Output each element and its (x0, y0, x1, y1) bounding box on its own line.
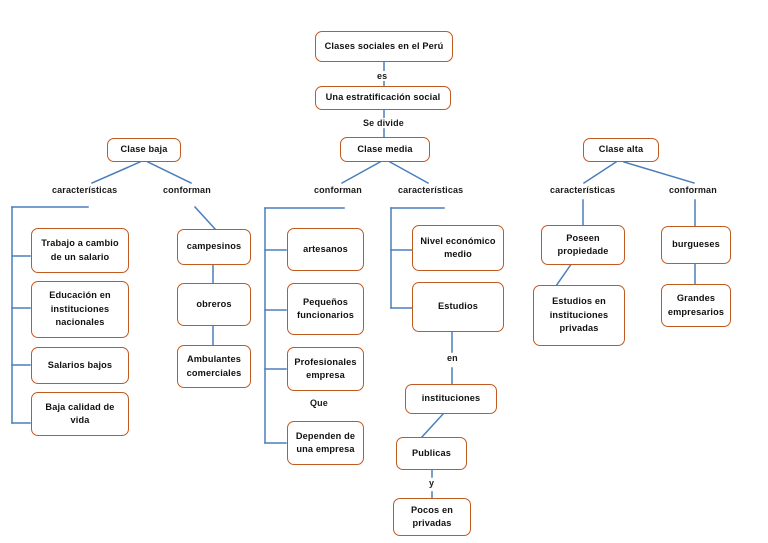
node-baja-conforman-1[interactable]: campesinos (177, 229, 251, 265)
link-label-baja-conforman: conforman (161, 185, 213, 195)
node-root-label: Clases sociales en el Perú (324, 40, 444, 51)
node-clase-media-label: Clase media (357, 143, 413, 154)
link-label-se-divide: Se divide (361, 118, 406, 128)
node-baja-conforman-3[interactable]: Ambulantes comerciales (177, 345, 251, 388)
node-clase-media[interactable]: Clase media (340, 137, 430, 162)
node-baja-conforman-3-label: Ambulantes comerciales (186, 354, 242, 378)
link-clasealta-caracteristicas (582, 160, 618, 185)
link-clasealta-conforman (623, 161, 695, 184)
node-baja-caracteristica-1[interactable]: Trabajo a cambio de un salario (31, 228, 129, 273)
link-label-media-que: Que (308, 398, 330, 408)
node-media-conforman-1-label: artesanos (303, 243, 348, 254)
link-clasemedia-caracteristicas (388, 160, 430, 185)
node-media-caracteristica-1[interactable]: Nivel económico medio (412, 225, 504, 271)
node-clase-alta[interactable]: Clase alta (583, 138, 659, 162)
node-alta-conforman-2[interactable]: Grandes empresarios (661, 284, 731, 327)
link-clasebaja-caracteristicas (91, 161, 141, 184)
node-baja-conforman-1-label: campesinos (186, 241, 242, 252)
link-label-media-conforman: conforman (312, 185, 364, 195)
node-clase-baja-label: Clase baja (120, 144, 168, 155)
node-instituciones-label: instituciones (421, 393, 481, 404)
node-media-conforman-3-label: Profesionales empresa (294, 356, 357, 380)
node-alta-conforman-2-label: Grandes empresarios (667, 293, 725, 317)
node-pocos-en-privadas-label: Pocos en privadas (410, 504, 454, 528)
node-baja-caracteristica-1-label: Trabajo a cambio de un salario (41, 238, 119, 262)
link-label-es: es (375, 71, 390, 81)
node-baja-conforman-2-label: obreros (196, 298, 232, 309)
node-pocos-en-privadas[interactable]: Pocos en privadas (393, 498, 471, 536)
node-media-conforman-4[interactable]: Dependen de una empresa (287, 421, 364, 465)
node-baja-caracteristica-4-label: Baja calidad de vida (45, 401, 115, 425)
link-poseen-estudios (554, 261, 574, 288)
node-alta-caracteristica-1[interactable]: Poseen propiedade (541, 225, 625, 265)
node-media-conforman-3[interactable]: Profesionales empresa (287, 347, 364, 391)
node-alta-caracteristica-2-label: Estudios en instituciones privadas (549, 296, 609, 334)
node-media-caracteristica-1-label: Nivel económico medio (420, 235, 496, 259)
node-clase-baja[interactable]: Clase baja (107, 138, 181, 162)
link-clasemedia-conforman (340, 160, 382, 185)
node-media-conforman-2-label: Pequeños funcionarios (297, 296, 354, 320)
node-media-conforman-4-label: Dependen de una empresa (295, 430, 356, 454)
node-publicas-label: Publicas (412, 447, 451, 458)
node-root[interactable]: Clases sociales en el Perú (315, 31, 453, 62)
link-label-baja-caracteristicas: características (50, 185, 120, 195)
node-media-caracteristica-2-label: Estudios (438, 301, 478, 312)
node-baja-caracteristica-3-label: Salarios bajos (47, 359, 113, 370)
node-media-conforman-2[interactable]: Pequeños funcionarios (287, 283, 364, 335)
node-estratificacion-social[interactable]: Una estratificación social (315, 86, 451, 110)
node-alta-caracteristica-1-label: Poseen propiedade (557, 232, 609, 256)
link-label-estudios-en: en (445, 353, 460, 363)
node-alta-caracteristica-2[interactable]: Estudios en instituciones privadas (533, 285, 625, 346)
node-instituciones[interactable]: instituciones (405, 384, 497, 414)
node-baja-caracteristica-3[interactable]: Salarios bajos (31, 347, 129, 384)
link-label-alta-caracteristicas: características (548, 185, 618, 195)
link-instituciones-publicas (420, 412, 445, 439)
node-publicas[interactable]: Publicas (396, 437, 467, 470)
node-alta-conforman-1-label: burgueses (672, 239, 720, 250)
node-baja-caracteristica-2-label: Educación en instituciones nacionales (49, 290, 111, 328)
node-clase-alta-label: Clase alta (598, 144, 644, 155)
link-clasebaja-conforman (146, 160, 193, 185)
node-baja-conforman-2[interactable]: obreros (177, 283, 251, 326)
node-alta-conforman-1[interactable]: burgueses (661, 226, 731, 264)
link-conforman-campesinos (193, 205, 217, 231)
node-baja-caracteristica-4[interactable]: Baja calidad de vida (31, 392, 129, 436)
link-label-publicas-y: y (427, 478, 437, 488)
link-label-media-caracteristicas: características (396, 185, 466, 195)
node-media-caracteristica-2[interactable]: Estudios (412, 282, 504, 332)
node-media-conforman-1[interactable]: artesanos (287, 228, 364, 271)
node-estratificacion-label: Una estratificación social (325, 92, 441, 103)
node-baja-caracteristica-2[interactable]: Educación en instituciones nacionales (31, 281, 129, 338)
link-label-alta-conforman: conforman (667, 185, 719, 195)
